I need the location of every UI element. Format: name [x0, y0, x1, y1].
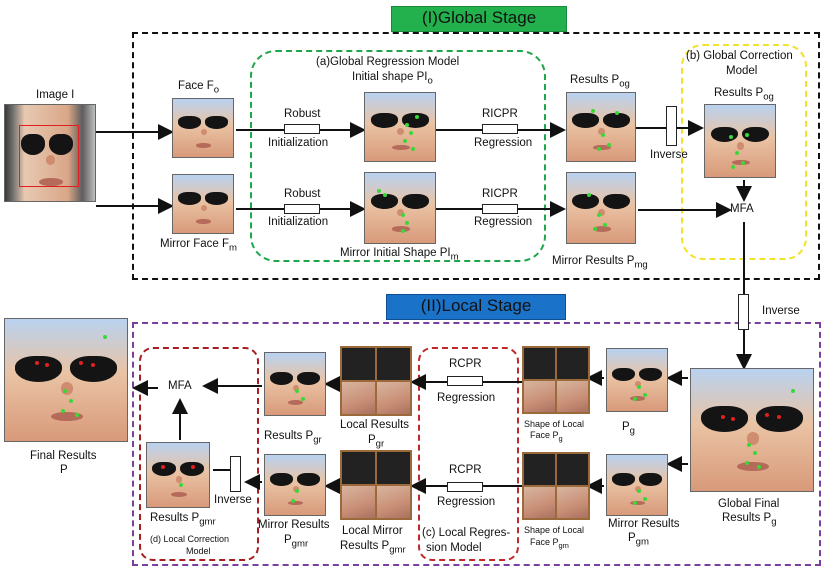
initial-shape-label: Initial shape PIo	[352, 71, 433, 87]
lrm-title-1: (c) Local Regres-	[422, 527, 511, 539]
gcm-title-2: Model	[726, 65, 758, 77]
global-final-label-2: Results Pg	[722, 512, 777, 528]
mfa-bottom-label: MFA	[168, 380, 192, 392]
robust-init-box-1	[284, 124, 320, 134]
regression-label-1: Regression	[474, 137, 533, 149]
global-stage-region	[132, 32, 820, 280]
global-final-label-1: Global Final	[718, 498, 780, 510]
ricpr-label-1: RICPR	[482, 108, 518, 120]
final-results-label-1: Final Results	[30, 450, 97, 462]
input-image-i	[4, 104, 96, 202]
shape-local-pg-label-1: Shape of Local	[524, 419, 585, 429]
results-pog-prime-image	[704, 104, 776, 178]
local-stage-banner: (II)Local Stage	[386, 294, 566, 320]
rcpr-label-2: RCPR	[449, 464, 482, 476]
mirror-results-pgm-image	[606, 454, 668, 516]
inverse-top-label: Inverse	[650, 149, 688, 161]
gcm-title-1: (b) Global Correction	[686, 50, 793, 62]
inverse-box-top	[666, 106, 677, 146]
inverse-box-right	[738, 294, 749, 330]
lrm-title-2: sion Model	[426, 542, 482, 554]
lcm-title-1: (d) Local Correction	[150, 534, 230, 544]
grm-title: (a)Global Regression Model	[316, 56, 460, 68]
inverse-bottom-label: Inverse	[214, 494, 252, 506]
rcpr-label-1: RCPR	[449, 358, 482, 370]
mirror-initial-shape-pim-image	[364, 172, 436, 244]
local-stage-region	[132, 322, 821, 566]
mirror-results-pgm-label-2: Pgm	[628, 532, 649, 548]
mirror-face-fm-image	[172, 174, 234, 234]
face-bounding-box	[19, 125, 79, 187]
mirror-results-pmg-image	[566, 172, 636, 244]
mirror-results-pgmr-label-2: Pgmr	[284, 534, 309, 550]
rcpr-box-2	[447, 482, 483, 492]
final-results-label-2: P	[60, 464, 68, 476]
local-results-label-1: Local Results	[340, 419, 410, 431]
global-stage-title: (I)Global Stage	[421, 8, 537, 27]
lcm-title-2: Model	[186, 546, 211, 556]
results-pgr-image	[264, 352, 326, 416]
global-regression-region	[250, 50, 546, 262]
initial-shape-pio-image	[364, 92, 436, 162]
results-pgr-label: Results Pgr	[264, 430, 322, 446]
shape-local-pgm-label-2: Face Pgm	[530, 537, 569, 550]
local-mirror-label-1: Local Mirror	[342, 525, 403, 537]
ricpr-box-1	[482, 124, 518, 134]
shape-local-pgm-label-1: Shape of Local	[524, 525, 585, 535]
mirror-results-pgmr-label-1: Mirror Results	[258, 519, 330, 531]
inverse-right-label: Inverse	[762, 305, 800, 317]
inverse-box-bottom	[230, 456, 241, 492]
results-pog-prime-label: Results Pog	[714, 87, 774, 103]
mirror-results-pgm-label-1: Mirror Results	[608, 518, 680, 530]
mirror-results-pmg-label: Mirror Results Pmg	[552, 255, 648, 271]
face-fo-image	[172, 98, 234, 158]
rcpr-box-1	[447, 376, 483, 386]
image-i-label: Image I	[36, 89, 75, 101]
face-fo-label: Face Fo	[178, 80, 220, 96]
local-regression-region	[418, 347, 519, 561]
pg-label: Pg	[622, 421, 635, 437]
results-pgmr-prime-label: Results Pgmr	[150, 512, 216, 528]
ricpr-label-2: RICPR	[482, 188, 518, 200]
results-pog-label: Results Pog	[570, 74, 630, 90]
ricpr-box-2	[482, 204, 518, 214]
regression-label-2: Regression	[474, 216, 533, 228]
local-stage-title: (II)Local Stage	[420, 296, 532, 315]
regression-label-4: Regression	[437, 496, 496, 508]
local-results-label-2: Pgr	[368, 434, 385, 450]
init-label-1: Initialization	[268, 137, 329, 149]
shape-local-pg-label-2: Face Pg	[530, 430, 563, 443]
mirror-results-pgmr-image	[264, 454, 326, 516]
local-shape-pg-patches	[522, 346, 590, 414]
local-mirror-results-pgmr-patches	[340, 450, 412, 520]
results-pgmr-prime-image	[146, 442, 210, 508]
results-pog-image	[566, 92, 636, 162]
local-correction-region	[139, 347, 259, 561]
mirror-face-label: Mirror Face Fm	[160, 238, 237, 254]
robust-label-2: Robust	[284, 188, 321, 200]
pg-image	[606, 348, 668, 412]
robust-init-box-2	[284, 204, 320, 214]
global-final-results-pg-image	[690, 368, 814, 492]
global-stage-banner: (I)Global Stage	[391, 6, 567, 32]
local-shape-pgm-patches	[522, 452, 590, 520]
local-results-pgr-patches	[340, 346, 412, 416]
mirror-initial-shape-label: Mirror Initial Shape PIm	[340, 247, 459, 263]
regression-label-3: Regression	[437, 392, 496, 404]
mfa-top-label: MFA	[730, 203, 754, 215]
final-results-p-image	[4, 318, 128, 442]
init-label-2: Initialization	[268, 216, 329, 228]
robust-label-1: Robust	[284, 108, 321, 120]
local-mirror-label-2: Results Pgmr	[340, 540, 406, 556]
